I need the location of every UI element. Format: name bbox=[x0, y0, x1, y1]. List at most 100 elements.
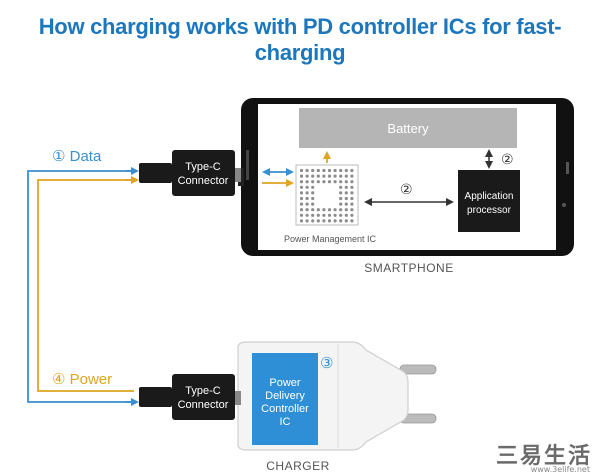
pmic-pin bbox=[311, 208, 315, 212]
pmic-pin bbox=[305, 180, 309, 184]
pmic-pin bbox=[311, 185, 315, 189]
pmic-pin bbox=[305, 213, 309, 217]
pmic-pin bbox=[311, 191, 315, 195]
pmic-pin bbox=[339, 202, 343, 206]
pmic-pin bbox=[311, 219, 315, 223]
pmic-pin bbox=[299, 219, 304, 223]
pmic-pin bbox=[344, 202, 348, 206]
pd-label-line2: Delivery bbox=[265, 390, 305, 402]
pd-label-line1: Power bbox=[269, 377, 301, 389]
pmic-pin bbox=[322, 219, 326, 223]
pmic-pin bbox=[322, 168, 326, 173]
charger-label: CHARGER bbox=[266, 459, 330, 473]
pmic-pin bbox=[305, 168, 309, 173]
application-processor: Application processor bbox=[458, 170, 520, 232]
pmic-pin bbox=[344, 185, 348, 189]
pmic-pin bbox=[350, 202, 354, 206]
pmic-pin bbox=[344, 196, 348, 201]
step2-ap-marker: ② bbox=[400, 181, 413, 197]
pmic-pin bbox=[350, 208, 354, 212]
ap-label-line2: processor bbox=[467, 205, 512, 216]
pmic-pin bbox=[299, 185, 304, 189]
pmic-pin bbox=[299, 168, 304, 173]
pmic-pin bbox=[339, 180, 343, 184]
pmic-pin bbox=[344, 168, 348, 173]
ap-label-line1: Application bbox=[465, 191, 514, 202]
pmic-chip: Power Management IC bbox=[284, 164, 377, 244]
watermark-url: www.3elife.net bbox=[530, 465, 590, 474]
step2-battery-marker: ② bbox=[501, 151, 514, 167]
pmic-pin bbox=[311, 196, 315, 201]
pmic-pin bbox=[305, 196, 309, 201]
pmic-pin bbox=[322, 208, 326, 212]
pmic-pin bbox=[316, 174, 320, 178]
pmic-pin bbox=[299, 202, 304, 206]
charger-typec-label-line1: Type-C bbox=[185, 385, 221, 397]
pmic-pin bbox=[322, 174, 326, 178]
pmic-pin bbox=[327, 180, 332, 184]
pmic-pin bbox=[333, 219, 337, 223]
pmic-pin bbox=[339, 196, 343, 201]
pmic-label: Power Management IC bbox=[284, 234, 377, 244]
pmic-pin bbox=[350, 219, 354, 223]
pmic-pin bbox=[339, 208, 343, 212]
pmic-pin bbox=[327, 213, 332, 217]
data-label: ① Data bbox=[52, 148, 102, 165]
pmic-pin bbox=[339, 213, 343, 217]
pmic-pin bbox=[339, 174, 343, 178]
charger-typec-connector: Type-C Connector bbox=[139, 374, 241, 420]
pmic-pin bbox=[311, 202, 315, 206]
pmic-pin bbox=[333, 168, 337, 173]
pmic-pin bbox=[350, 180, 354, 184]
pmic-pin bbox=[350, 213, 354, 217]
pmic-pin bbox=[339, 191, 343, 195]
pmic-pin bbox=[344, 174, 348, 178]
phone-typec-connector: Type-C Connector bbox=[139, 150, 241, 196]
pmic-pin bbox=[344, 208, 348, 212]
pmic-pin bbox=[350, 185, 354, 189]
battery-block: Battery bbox=[299, 108, 517, 148]
pmic-pin bbox=[299, 174, 304, 178]
pmic-pin bbox=[333, 174, 337, 178]
smartphone-label: SMARTPHONE bbox=[364, 261, 453, 275]
pmic-pin bbox=[327, 208, 332, 212]
pmic-pin bbox=[322, 180, 326, 184]
pmic-pin bbox=[327, 219, 332, 223]
pmic-pin bbox=[305, 202, 309, 206]
pmic-pin bbox=[305, 219, 309, 223]
charger: Power Delivery Controller IC ③ bbox=[237, 341, 437, 451]
pmic-pin bbox=[339, 185, 343, 189]
pmic-pin bbox=[299, 196, 304, 201]
pmic-pin bbox=[333, 180, 337, 184]
pmic-pin bbox=[299, 208, 304, 212]
phone-typec-label-line2: Connector bbox=[178, 175, 229, 187]
pmic-pin bbox=[316, 208, 320, 212]
pmic-pin bbox=[299, 180, 304, 184]
pmic-pin bbox=[344, 213, 348, 217]
pmic-pin bbox=[344, 219, 348, 223]
pmic-pin bbox=[333, 208, 337, 212]
pmic-pin bbox=[327, 168, 332, 173]
pmic-pin bbox=[322, 213, 326, 217]
pmic-pin bbox=[350, 168, 354, 173]
pmic-pin bbox=[316, 168, 320, 173]
pmic-pin bbox=[316, 213, 320, 217]
pmic-pin bbox=[311, 213, 315, 217]
pmic-pin bbox=[350, 191, 354, 195]
pmic-pin bbox=[299, 213, 304, 217]
step3-marker: ③ bbox=[320, 355, 333, 372]
pmic-pin bbox=[305, 191, 309, 195]
battery-label: Battery bbox=[387, 121, 429, 136]
pmic-pin bbox=[344, 191, 348, 195]
pmic-pin bbox=[339, 168, 343, 173]
power-label: ④ Power bbox=[52, 371, 112, 388]
pmic-pin bbox=[311, 174, 315, 178]
watermark-logo: 三易生活 bbox=[495, 444, 592, 469]
pmic-pin bbox=[305, 208, 309, 212]
pmic-pin bbox=[305, 185, 309, 189]
pmic-pin bbox=[299, 191, 304, 195]
pmic-pin bbox=[344, 180, 348, 184]
pmic-pin bbox=[350, 174, 354, 178]
pmic-pin bbox=[305, 174, 309, 178]
